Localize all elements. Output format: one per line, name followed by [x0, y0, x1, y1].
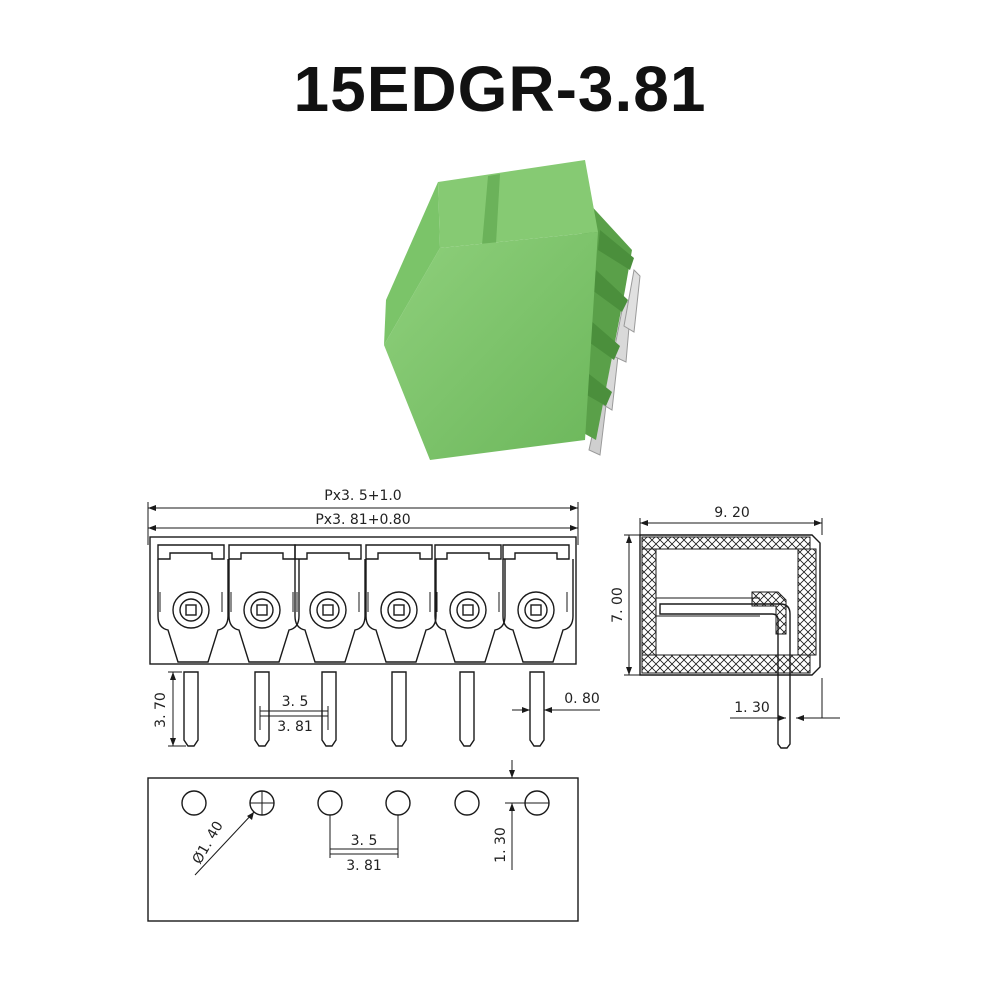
side-pin	[659, 603, 791, 749]
front-cell-4	[365, 544, 437, 663]
pcb-pitch-b-label: 3. 81	[346, 858, 382, 874]
pcb-hole-1	[181, 790, 207, 816]
pcb-hole-3	[317, 790, 343, 816]
product-title: 15EDGR-3.81	[293, 53, 707, 125]
front-cells	[157, 544, 574, 663]
pcb-pitch-dimension: 3. 5 3. 81	[329, 815, 399, 874]
side-depth-label: 9. 20	[714, 505, 750, 521]
overall-dim-label-1: Px3. 5+1.0	[324, 488, 401, 504]
overall-dimension-2: Px3. 81+0.80	[148, 512, 578, 531]
side-pin-offset-dimension: 1. 30	[730, 678, 840, 721]
front-pins	[183, 671, 545, 747]
front-pitch-a-label: 3. 5	[282, 694, 309, 710]
side-height-label: 7. 00	[610, 587, 626, 623]
pin-width-label: 0. 80	[564, 691, 600, 707]
pin-length-dimension: 3. 70	[153, 671, 186, 747]
front-view-drawing: Px3. 5+1.0 Px3. 81+0.80	[147, 488, 600, 747]
connector-3d-image	[384, 160, 641, 460]
side-pin-offset-label: 1. 30	[734, 700, 770, 716]
front-cell-2	[228, 544, 300, 663]
side-body-outline	[639, 534, 821, 676]
front-cell-1	[157, 544, 229, 663]
pcb-hole-5	[454, 790, 480, 816]
front-cell-5	[434, 544, 506, 663]
overall-dim-label-2: Px3. 81+0.80	[315, 512, 410, 528]
side-depth-dimension: 9. 20	[639, 505, 823, 535]
pin-width-dimension: 0. 80	[512, 691, 600, 713]
pcb-hole-4	[385, 790, 411, 816]
front-pitch-dimension: 3. 5 3. 81	[259, 694, 329, 735]
pcb-view-drawing: Ø1. 40 3. 5 3. 81 1. 30	[147, 760, 579, 922]
front-body-outline	[149, 536, 577, 665]
side-view-drawing: 9. 20 7. 00 1. 30	[610, 505, 840, 749]
front-cell-6	[502, 544, 574, 663]
pcb-pitch-a-label: 3. 5	[351, 833, 378, 849]
front-cell-3	[294, 544, 366, 663]
pcb-row-offset-dimension: 1. 30	[493, 760, 525, 870]
pcb-row-offset-label: 1. 30	[493, 827, 509, 863]
hole-diameter-label: Ø1. 40	[190, 819, 227, 867]
overall-dimension-1: Px3. 5+1.0	[147, 488, 579, 545]
pcb-holes	[181, 790, 550, 816]
front-pitch-b-label: 3. 81	[277, 719, 313, 735]
hole-diameter-dimension: Ø1. 40	[190, 811, 255, 876]
pcb-outline	[147, 777, 579, 922]
pin-length-label: 3. 70	[153, 692, 169, 728]
side-height-dimension: 7. 00	[610, 534, 640, 676]
